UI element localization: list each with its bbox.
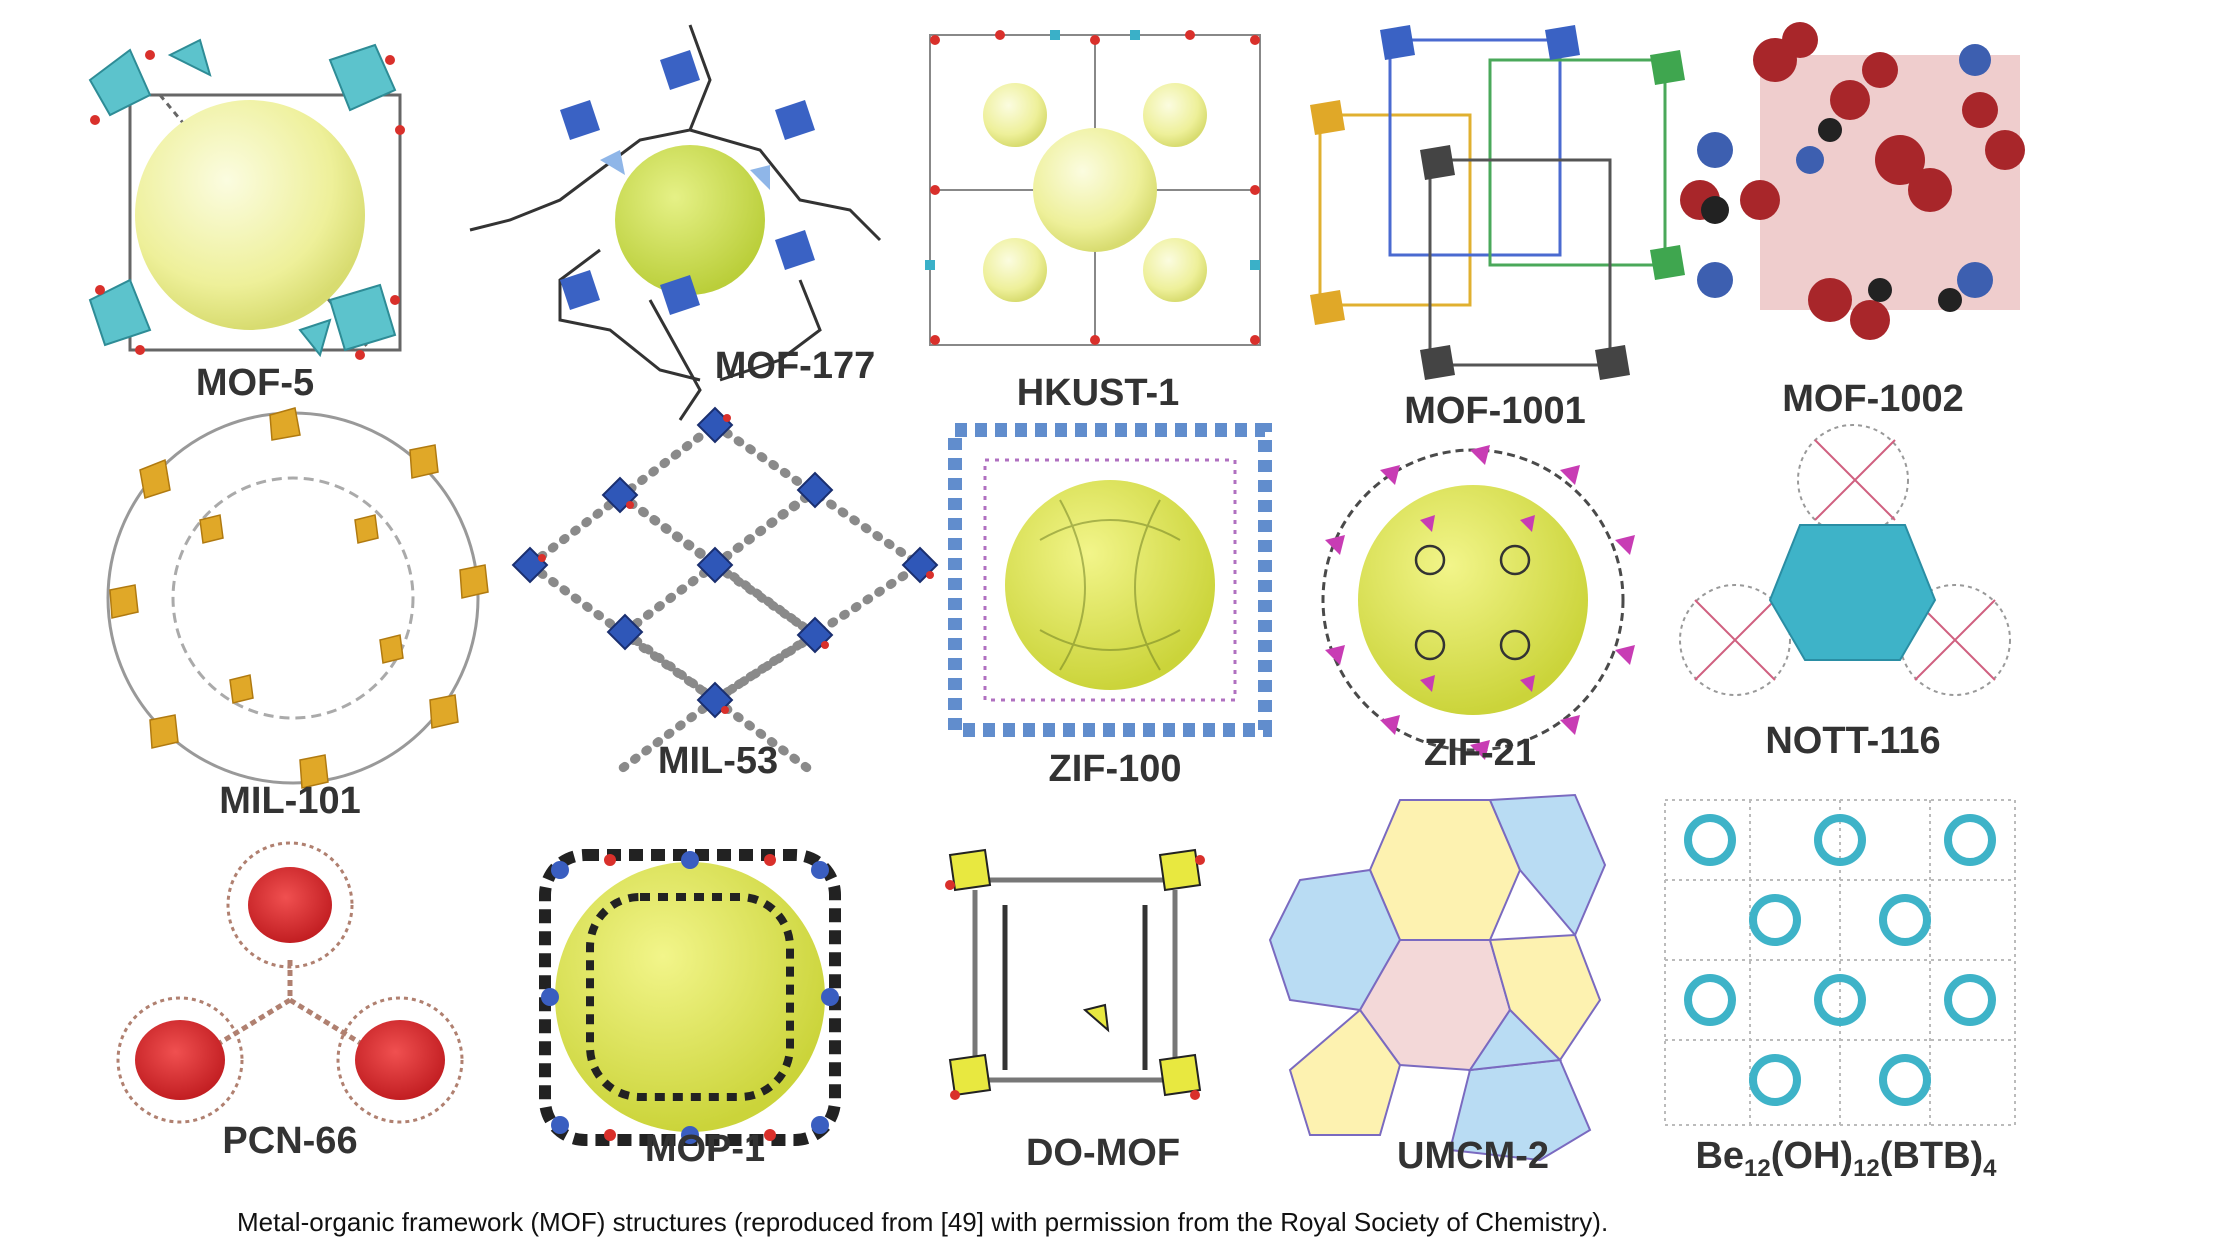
be-formula-part1: Be — [1695, 1135, 1745, 1177]
label-hkust1: HKUST-1 — [1016, 372, 1180, 414]
hkust1-structure — [925, 30, 1261, 346]
label-zif100: ZIF-100 — [1048, 748, 1182, 790]
label-mop1: MOP-1 — [644, 1128, 766, 1170]
zif100-structure — [948, 423, 1272, 737]
label-umcm2: UMCM-2 — [1397, 1135, 1549, 1177]
label-domof: DO-MOF — [1025, 1132, 1181, 1174]
mof1001-structure — [1310, 25, 1685, 380]
label-mof1002: MOF-1002 — [1782, 378, 1964, 420]
be-formula-part2: (OH) — [1770, 1135, 1854, 1177]
be-formula-part3: (BTB) — [1879, 1135, 1984, 1177]
be-btb-structure — [1664, 799, 2016, 1126]
label-mil53: MIL-53 — [657, 740, 779, 782]
domof-structure — [945, 848, 1205, 1100]
pcn66-structure — [116, 841, 464, 1124]
label-mil101: MIL-101 — [219, 780, 361, 822]
figure-caption: Metal-organic framework (MOF) structures… — [237, 1207, 1609, 1237]
label-nott116: NOTT-116 — [1765, 720, 1941, 762]
label-mof177: MOF-177 — [714, 345, 876, 387]
mof5-structure — [88, 38, 405, 360]
be-formula-sub1: 12 — [1744, 1155, 1771, 1182]
mof177-structure — [469, 24, 882, 421]
mil53-structure — [511, 406, 939, 775]
be-formula-sub2: 12 — [1853, 1155, 1880, 1182]
label-be-btb: Be12(OH)12(BTB)4 — [1695, 1135, 1996, 1183]
nott116-structure — [1679, 424, 2011, 696]
zif21-structure — [1321, 445, 1635, 760]
mof1002-structure — [1680, 22, 2025, 340]
label-mof5: MOF-5 — [195, 362, 315, 404]
label-mof1001: MOF-1001 — [1404, 390, 1586, 432]
umcm2-structure — [1268, 793, 1607, 1162]
label-zif21: ZIF-21 — [1424, 732, 1536, 774]
label-pcn66: PCN-66 — [222, 1120, 358, 1162]
mop1-structure — [539, 849, 841, 1146]
mil101-structure — [106, 407, 489, 789]
be-formula-sub3: 4 — [1983, 1155, 1997, 1182]
